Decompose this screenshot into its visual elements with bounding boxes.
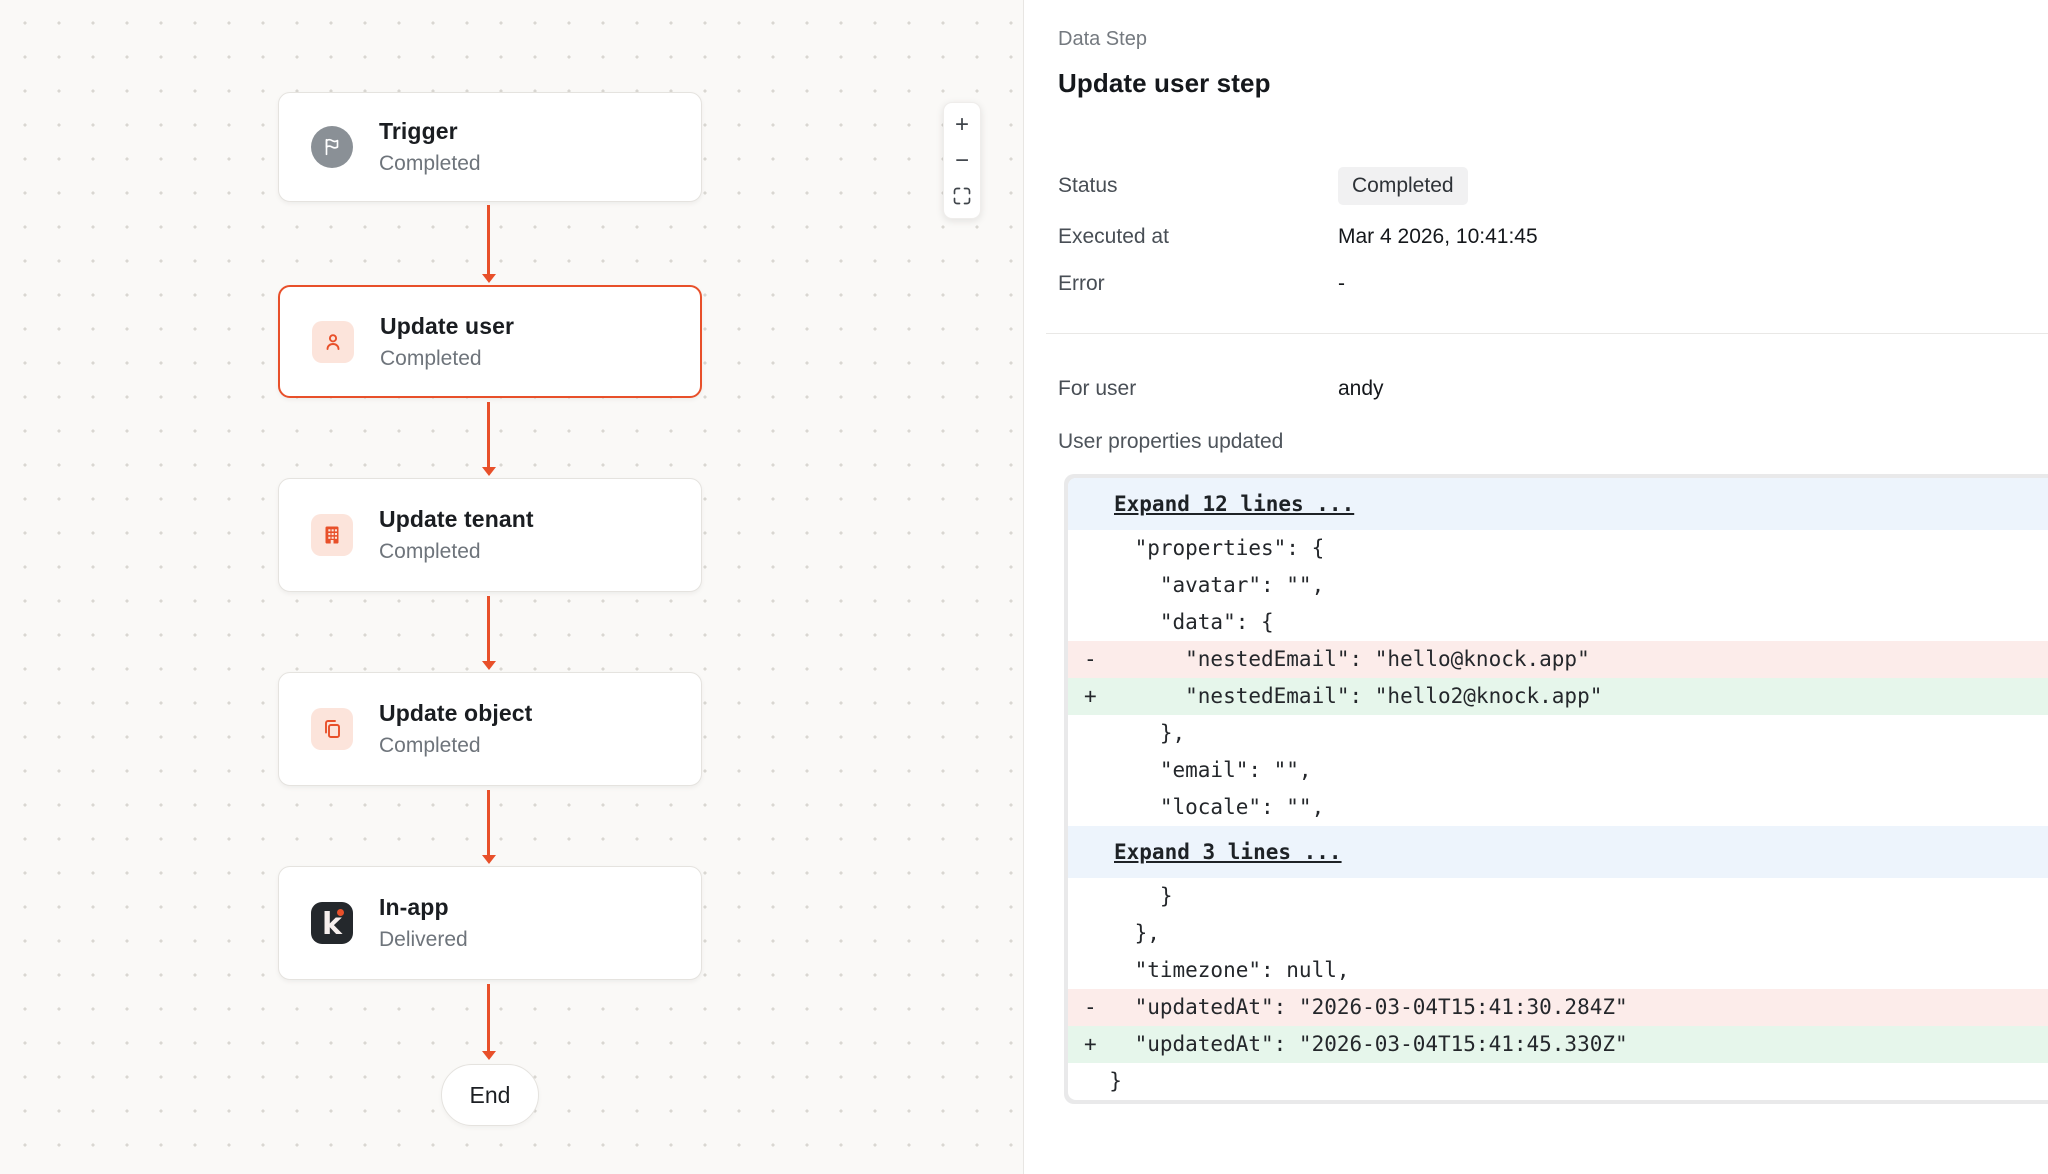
user-icon: [312, 320, 354, 363]
flow-arrow: [487, 596, 490, 662]
node-status: Completed: [379, 152, 481, 175]
status-row: Status Completed: [1058, 166, 1468, 206]
executed-at-row: Executed at Mar 4 2026, 10:41:45: [1058, 222, 1538, 252]
workflow-node-in-app[interactable]: k In-app Delivered: [278, 866, 702, 980]
diff-line: "data": {: [1084, 610, 1274, 634]
node-status: Completed: [380, 346, 482, 370]
building-icon: [311, 514, 353, 556]
for-user-label: For user: [1058, 377, 1137, 400]
node-title: In-app: [379, 894, 449, 920]
diff-section-heading: User properties updated: [1058, 430, 1284, 453]
diff-line: },: [1084, 721, 1186, 745]
end-label: End: [469, 1081, 511, 1108]
diff-line: "locale": "",: [1084, 795, 1325, 819]
flow-arrow: [487, 402, 490, 468]
executed-at-label: Executed at: [1058, 225, 1169, 248]
diff-line: "timezone": null,: [1084, 958, 1350, 982]
workflow-node-update-tenant[interactable]: Update tenant Completed: [278, 478, 702, 592]
flow-arrow: [487, 984, 490, 1052]
diff-line: "avatar": "",: [1084, 573, 1325, 597]
status-label: Status: [1058, 174, 1118, 197]
fit-view-icon: [953, 187, 971, 205]
knock-logo-icon: k: [311, 902, 353, 944]
canvas-zoom-controls: + −: [943, 102, 981, 219]
zoom-in-button[interactable]: +: [943, 109, 981, 141]
flow-arrow: [487, 790, 490, 856]
step-type-label: Data Step: [1058, 28, 1147, 50]
node-title: Trigger: [379, 118, 458, 144]
error-row: Error -: [1058, 269, 1345, 299]
diff-line: "properties": {: [1084, 536, 1325, 560]
workflow-node-trigger[interactable]: Trigger Completed: [278, 92, 702, 202]
diff-line: }: [1084, 1069, 1122, 1093]
workflow-node-end[interactable]: End: [441, 1064, 539, 1126]
user-link[interactable]: andy: [1338, 377, 1384, 400]
node-status: Completed: [379, 734, 481, 757]
section-divider: [1046, 333, 2048, 334]
status-badge: Completed: [1338, 167, 1468, 205]
diff-line: }: [1084, 884, 1173, 908]
executed-at-value: Mar 4 2026, 10:41:45: [1338, 225, 1538, 248]
error-value: -: [1338, 272, 1345, 295]
workflow-node-update-object[interactable]: Update object Completed: [278, 672, 702, 786]
diff-line: },: [1084, 921, 1160, 945]
node-status: Completed: [379, 540, 481, 563]
node-status: Delivered: [379, 928, 468, 951]
page-title: Update user step: [1058, 68, 1271, 98]
diff-line-removed: - "nestedEmail": "hello@knock.app": [1068, 641, 2048, 678]
expand-lines-button[interactable]: Expand 12 lines ...: [1068, 478, 2048, 530]
diff-line-removed: - "updatedAt": "2026-03-04T15:41:30.284Z…: [1068, 989, 2048, 1026]
copy-icon: [311, 708, 353, 750]
node-title: Update tenant: [379, 506, 534, 532]
error-label: Error: [1058, 272, 1105, 295]
diff-line-added: + "nestedEmail": "hello2@knock.app": [1068, 678, 2048, 715]
diff-viewer: Expand 12 lines ... "properties": { "ava…: [1064, 474, 2048, 1104]
workflow-node-update-user[interactable]: Update user Completed: [278, 285, 702, 398]
node-title: Update object: [379, 700, 533, 726]
flow-arrow: [487, 205, 490, 275]
step-detail-panel: Data Step Update user step Status Comple…: [1024, 0, 2048, 1174]
fit-view-button[interactable]: [943, 180, 981, 212]
diff-line-added: + "updatedAt": "2026-03-04T15:41:45.330Z…: [1068, 1026, 2048, 1063]
diff-line: "email": "",: [1084, 758, 1312, 782]
flag-icon: [311, 126, 353, 168]
zoom-out-button[interactable]: −: [943, 145, 981, 177]
node-title: Update user: [380, 312, 515, 339]
workflow-canvas[interactable]: Trigger Completed Update user Completed: [0, 0, 1024, 1174]
expand-lines-button[interactable]: Expand 3 lines ...: [1068, 826, 2048, 878]
for-user-row: For user andy: [1058, 374, 1384, 404]
